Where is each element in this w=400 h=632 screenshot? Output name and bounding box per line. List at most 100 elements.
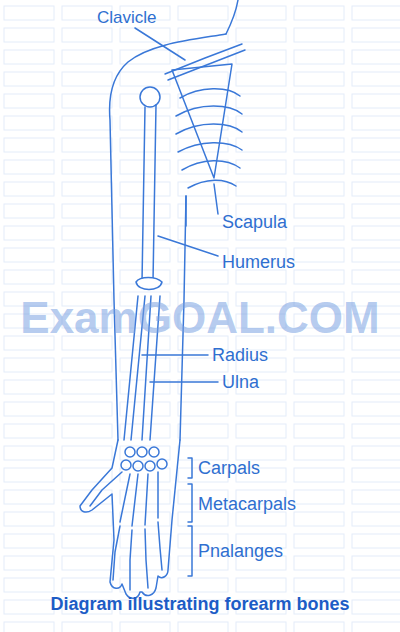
part-label: Scapula: [222, 213, 287, 232]
carpal-bone: [149, 447, 159, 457]
part-label: Carpals: [198, 459, 260, 478]
watermark-tile: [62, 116, 112, 130]
part-label-text: Radius: [212, 345, 268, 365]
watermark-tile: [4, 490, 54, 504]
watermark-tile: [352, 490, 400, 504]
rib: [176, 124, 242, 134]
watermark-tile: [294, 270, 344, 284]
watermark-tile: [352, 116, 400, 130]
part-label: Metacarpals: [198, 495, 296, 514]
watermark-tile: [178, 270, 228, 284]
watermark-tile: [120, 182, 170, 196]
watermark-tile: [236, 424, 286, 438]
watermark-tile: [294, 248, 344, 262]
watermark-tile: [120, 424, 170, 438]
watermark-tile: [4, 160, 54, 174]
watermark-tile: [178, 424, 228, 438]
watermark-tile: [62, 94, 112, 108]
carpal-bone: [125, 447, 135, 457]
part-label-text: Pnalanges: [198, 541, 283, 561]
watermark-tile: [352, 138, 400, 152]
watermark-tile: [236, 578, 286, 592]
carpal-bone: [145, 461, 155, 471]
watermark-tile: [352, 50, 400, 64]
watermark-tiles: [4, 6, 400, 632]
watermark-tile: [120, 204, 170, 218]
watermark-tile: [62, 380, 112, 394]
watermark-tile: [62, 446, 112, 460]
watermark-tile: [352, 226, 400, 240]
watermark-tile: [4, 402, 54, 416]
watermark-tile: [352, 600, 400, 614]
watermark-tile: [62, 50, 112, 64]
leader-line: [150, 381, 218, 383]
rib: [188, 180, 236, 188]
watermark-tile: [294, 6, 344, 20]
watermark-tile: [4, 28, 54, 42]
watermark-tile: [352, 248, 400, 262]
thumb-bones: [90, 472, 122, 506]
watermark-tile: [120, 578, 170, 592]
metacarpal-bones: [120, 472, 158, 526]
watermark-tile: [62, 160, 112, 174]
bracket: [188, 458, 192, 478]
watermark-tile: [4, 138, 54, 152]
rib: [178, 143, 242, 152]
watermark-tile: [294, 50, 344, 64]
watermark-tile: [4, 116, 54, 130]
humerus-head: [140, 87, 160, 107]
watermark-tile: [236, 138, 286, 152]
watermark-tile: [62, 28, 112, 42]
leader-line: [214, 184, 218, 214]
watermark-tile: [178, 116, 228, 130]
watermark-tile: [236, 512, 286, 526]
watermark-tile: [62, 72, 112, 86]
watermark-tile: [4, 226, 54, 240]
watermark-tile: [236, 72, 286, 86]
watermark-tile: [4, 72, 54, 86]
rib: [182, 161, 240, 170]
watermark-tile: [236, 6, 286, 20]
watermark-tile: [352, 512, 400, 526]
part-label-text: Ulna: [222, 372, 259, 392]
watermark-tile: [62, 204, 112, 218]
watermark-tile: [4, 380, 54, 394]
watermark-tile: [62, 358, 112, 372]
watermark-tile: [178, 72, 228, 86]
watermark-tile: [4, 468, 54, 482]
watermark-tile: [62, 534, 112, 548]
watermark-tile: [62, 402, 112, 416]
leader-line: [135, 28, 185, 60]
watermark-tile: [4, 534, 54, 548]
watermark-tile: [4, 50, 54, 64]
clavicle-bone: [168, 50, 245, 80]
watermark-tile: [352, 424, 400, 438]
watermark: ExamGOAL.COM: [20, 296, 379, 340]
watermark-tile: [236, 402, 286, 416]
watermark-tile: [62, 512, 112, 526]
watermark-tile: [294, 424, 344, 438]
phalanx-bones: [113, 522, 162, 590]
watermark-tile: [352, 446, 400, 460]
watermark-tile: [294, 160, 344, 174]
watermark-tile: [62, 182, 112, 196]
part-label: Clavicle: [97, 9, 157, 27]
watermark-tile: [62, 622, 112, 632]
watermark-tile: [62, 138, 112, 152]
hand-outline: [80, 440, 180, 598]
watermark-tile: [294, 226, 344, 240]
watermark-tile: [352, 622, 400, 632]
watermark-tile: [4, 6, 54, 20]
watermark-tile: [178, 182, 228, 196]
watermark-tile: [236, 622, 286, 632]
watermark-tile: [62, 424, 112, 438]
watermark-tile: [62, 578, 112, 592]
watermark-tile: [352, 204, 400, 218]
watermark-tile: [120, 358, 170, 372]
watermark-tile: [4, 358, 54, 372]
watermark-tile: [294, 116, 344, 130]
watermark-tile: [236, 270, 286, 284]
watermark-tile: [352, 160, 400, 174]
caption: Diagram illustrating forearm bones: [50, 595, 349, 614]
